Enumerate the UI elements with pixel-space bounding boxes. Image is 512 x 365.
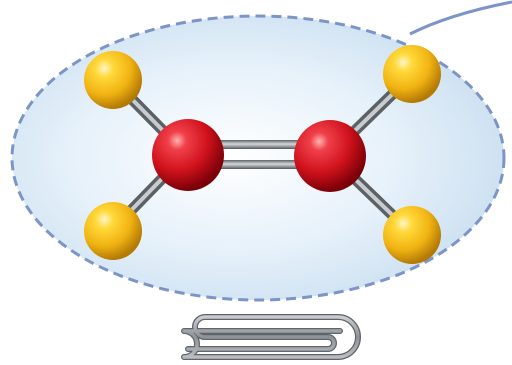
central-atoms <box>152 119 366 192</box>
atom-terminal-bottom-left <box>84 202 142 260</box>
callout-line <box>409 0 512 36</box>
atom-central-right <box>294 120 366 192</box>
atom-terminal-top-right <box>383 45 441 103</box>
terminal-atoms <box>84 45 441 264</box>
atom-terminal-top-left <box>84 51 142 109</box>
atom-terminal-bottom-right <box>383 206 441 264</box>
double-bond <box>200 140 320 169</box>
paperclip-icon <box>181 314 361 360</box>
atom-central-left <box>152 119 224 191</box>
